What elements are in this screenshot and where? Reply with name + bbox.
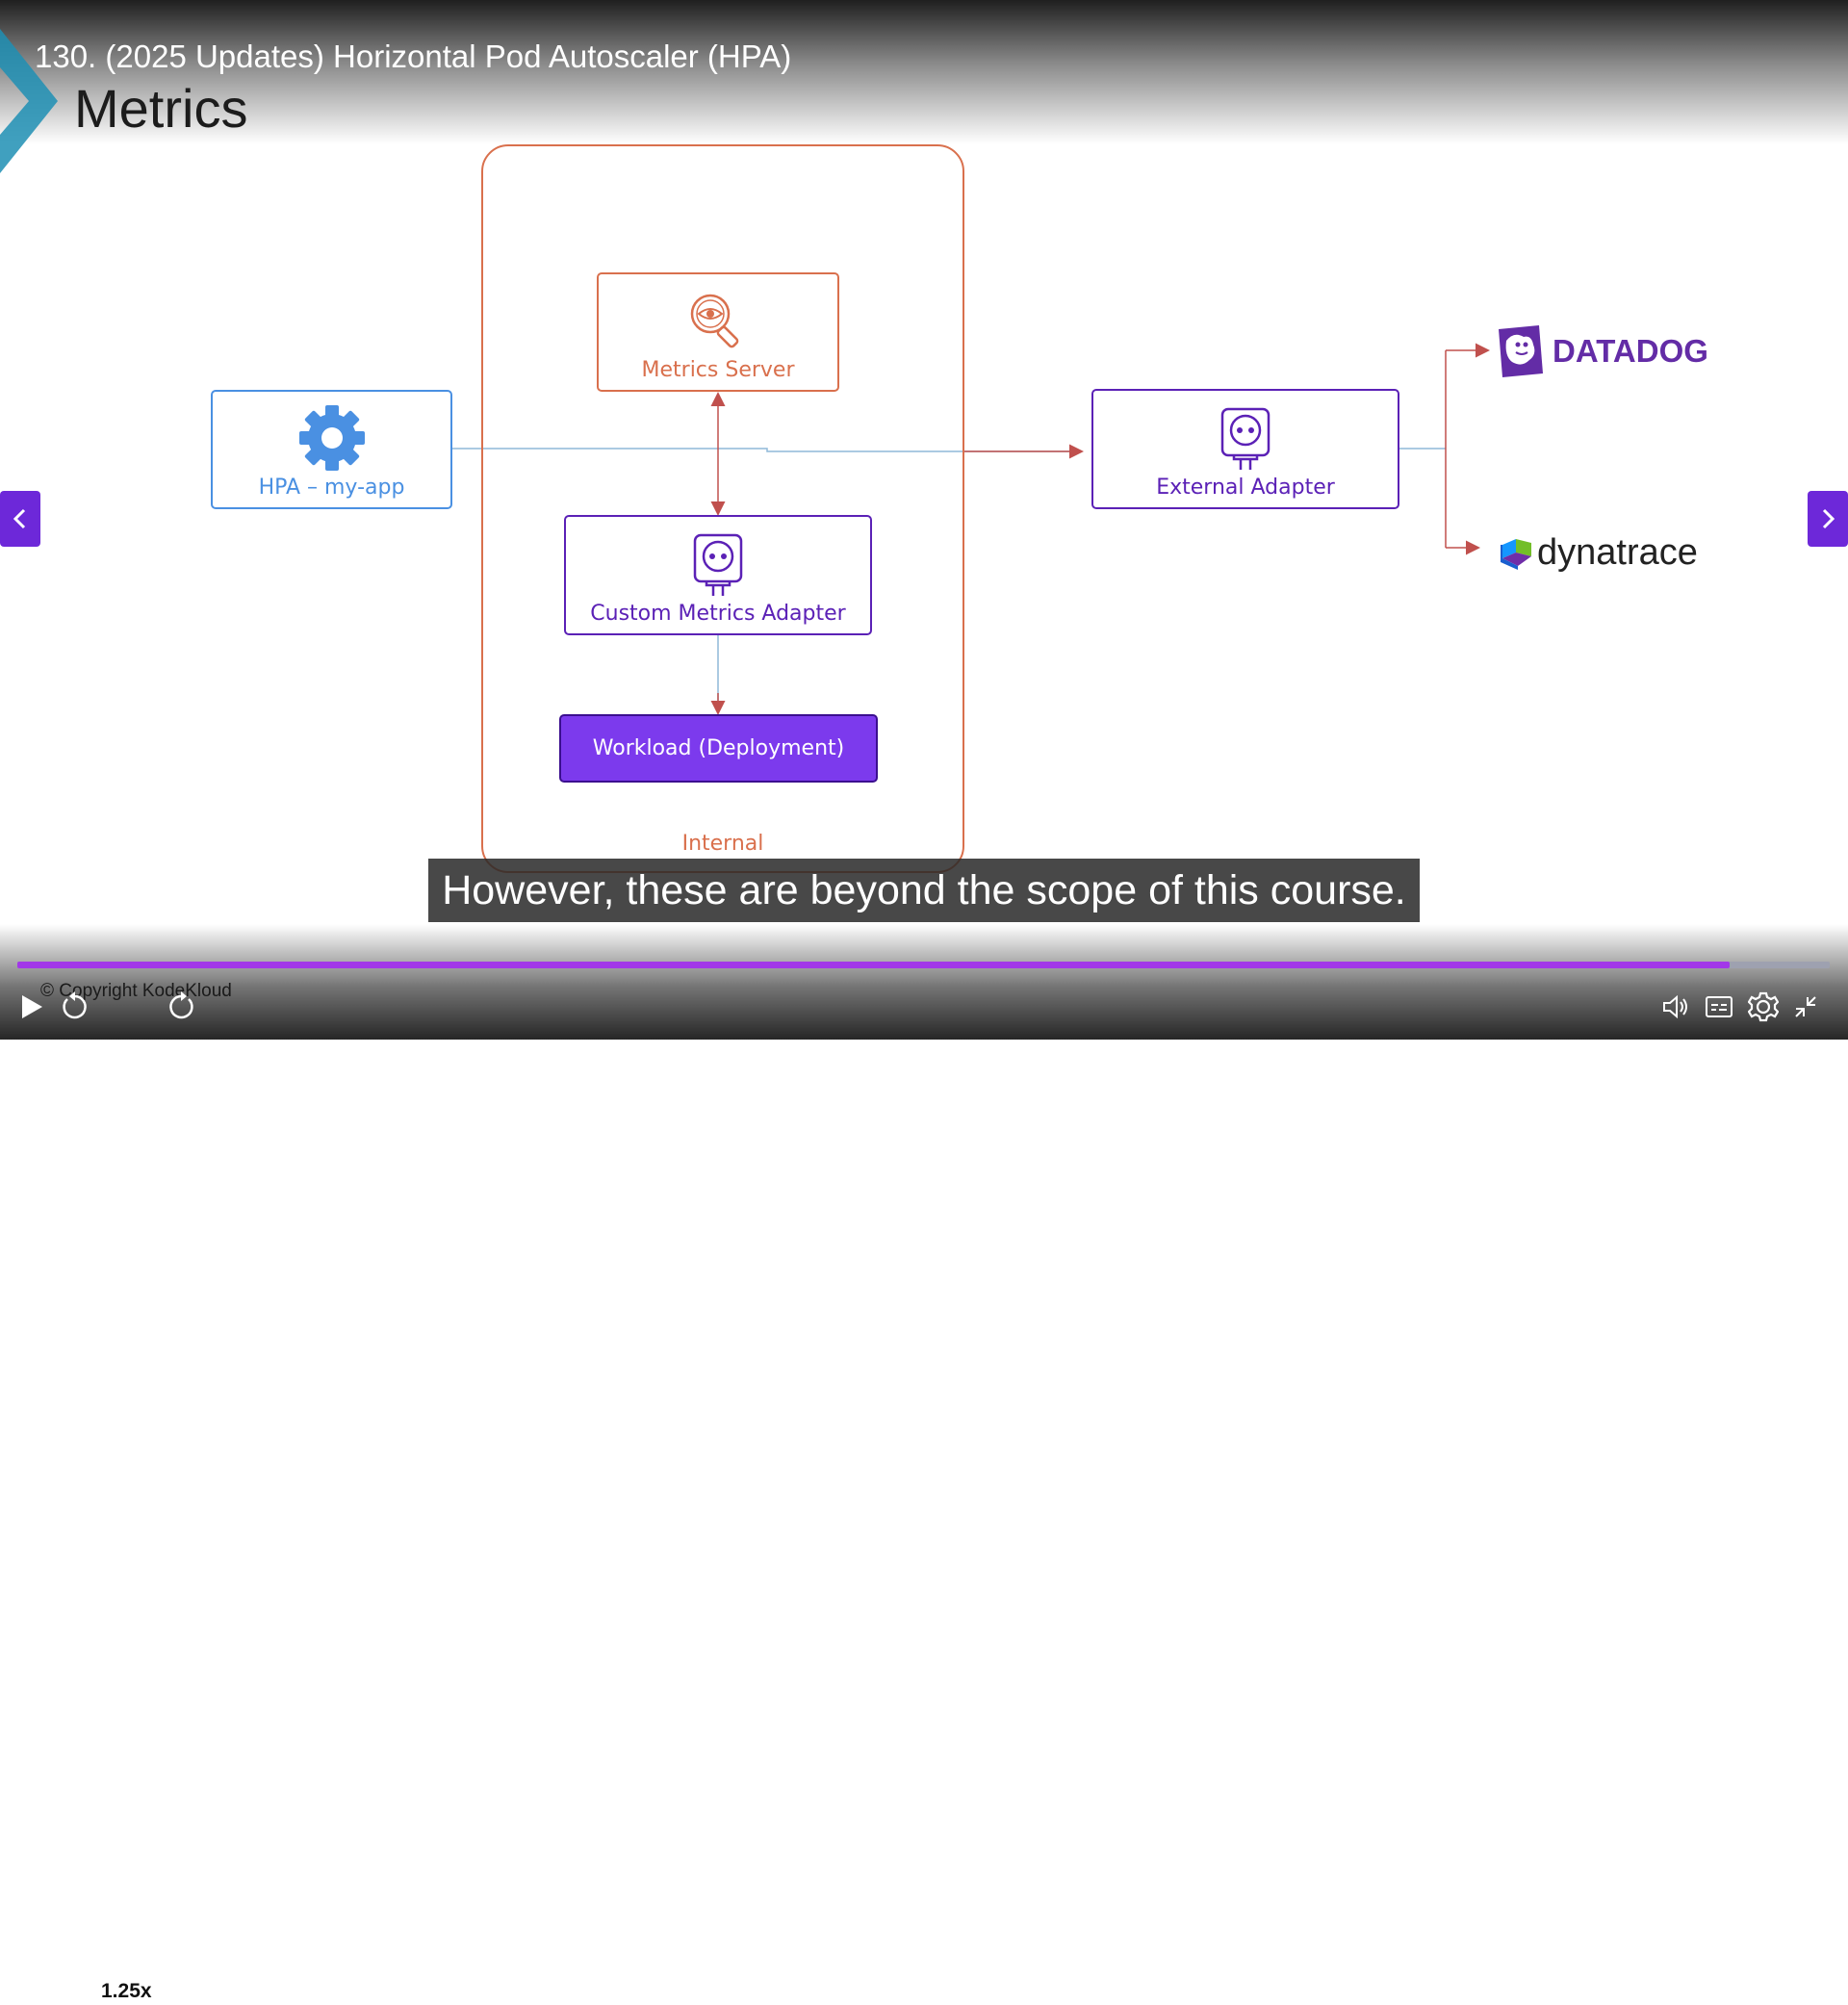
volume-icon[interactable] xyxy=(1661,993,1690,1020)
external-adapter-box: External Adapter xyxy=(1091,389,1399,509)
custom-metrics-adapter-box: Custom Metrics Adapter xyxy=(564,515,872,635)
chevron-left-icon xyxy=(13,508,26,529)
dynatrace-logo: dynatrace xyxy=(1499,527,1698,578)
metrics-server-box: Metrics Server xyxy=(597,272,839,392)
slide: Internal HPA – my-app xyxy=(211,144,1708,873)
bottom-overlay xyxy=(0,924,1848,1040)
rewind-icon[interactable] xyxy=(60,991,90,1022)
datadog-dog-icon xyxy=(1499,325,1543,377)
external-adapter-label: External Adapter xyxy=(1156,476,1335,500)
forward-icon[interactable] xyxy=(166,991,196,1022)
video-title: 130. (2025 Updates) Horizontal Pod Autos… xyxy=(35,39,792,74)
gear-icon xyxy=(298,405,365,471)
plug-icon xyxy=(693,533,743,596)
magnifier-eye-icon xyxy=(690,294,739,348)
dynatrace-cube-icon xyxy=(1501,539,1531,570)
workload-box: Workload (Deployment) xyxy=(559,714,878,783)
internal-label: Internal xyxy=(681,832,764,856)
player-controls: 1.25x 5:11 / 5:29 xyxy=(0,986,1848,2005)
exit-fullscreen-icon[interactable] xyxy=(1792,993,1819,1020)
metrics-server-label: Metrics Server xyxy=(641,358,795,382)
progress-bar[interactable] xyxy=(17,962,1830,968)
subtitle-caption: However, these are beyond the scope of t… xyxy=(428,859,1420,922)
time-display: 5:11 / 5:29 xyxy=(217,1980,314,2002)
custom-metrics-adapter-label: Custom Metrics Adapter xyxy=(590,602,846,626)
progress-fill xyxy=(17,962,1731,968)
datadog-label: DATADOG xyxy=(1553,333,1708,369)
connector-lines xyxy=(452,343,1490,715)
chevron-right-icon xyxy=(1822,508,1835,529)
playback-speed-button[interactable]: 1.25x xyxy=(97,1978,156,2005)
hpa-to-external-line xyxy=(452,448,1081,452)
hpa-box: HPA – my-app xyxy=(211,390,452,509)
settings-icon[interactable] xyxy=(1748,991,1779,1022)
datadog-logo: DATADOG xyxy=(1493,322,1708,380)
captions-icon[interactable] xyxy=(1705,993,1733,1020)
next-slide-button[interactable] xyxy=(1808,491,1848,547)
plug-icon xyxy=(1220,407,1270,470)
play-icon[interactable] xyxy=(19,993,44,1020)
prev-slide-button[interactable] xyxy=(0,491,40,547)
workload-label: Workload (Deployment) xyxy=(592,736,845,760)
dynatrace-label: dynatrace xyxy=(1537,531,1698,573)
top-overlay xyxy=(0,0,1848,144)
kodekloud-chevron-logo xyxy=(0,29,58,173)
hpa-label: HPA – my-app xyxy=(258,476,405,500)
slide-title: Metrics xyxy=(74,78,248,139)
